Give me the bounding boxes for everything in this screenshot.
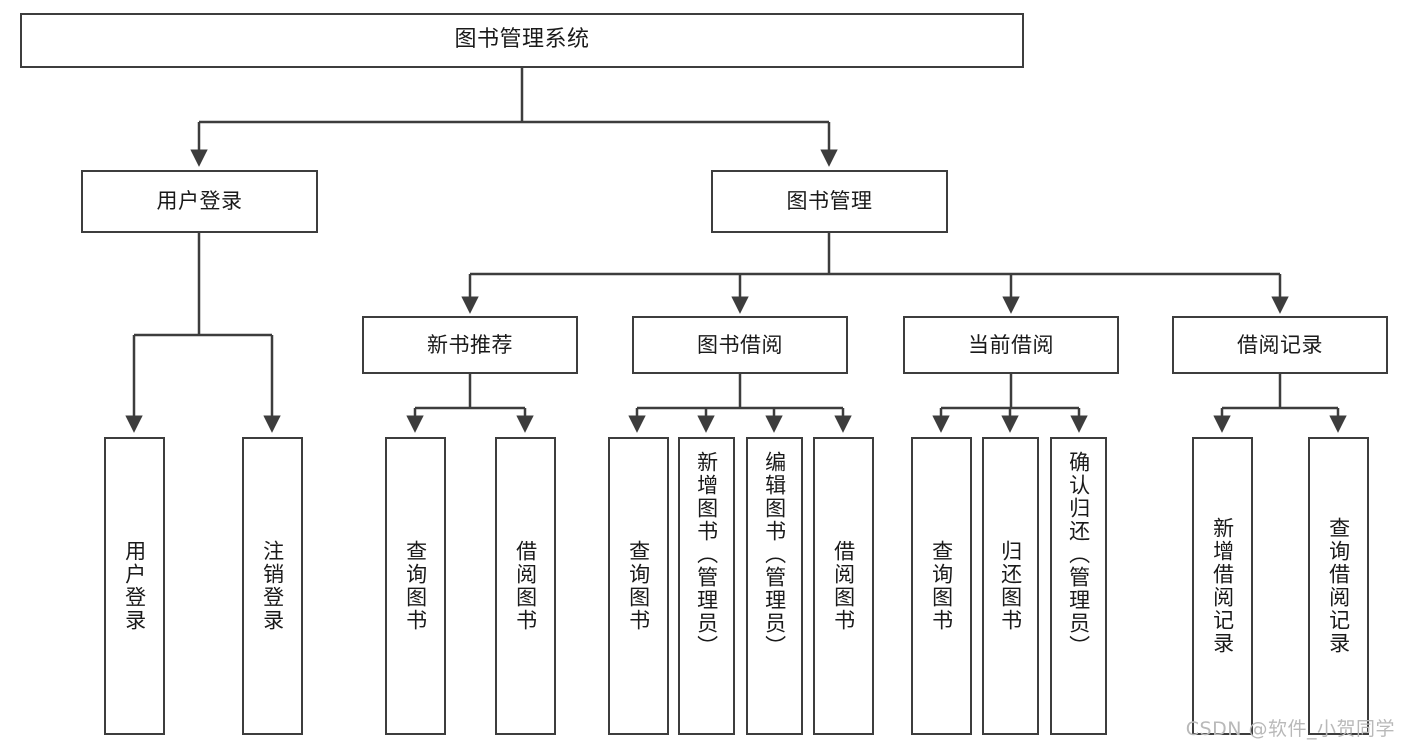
node-book-management-label: 图书管理 xyxy=(786,189,873,214)
node-new-book-recommend[interactable]: 新书推荐 xyxy=(362,316,578,374)
node-book-borrow[interactable]: 图书借阅 xyxy=(632,316,848,374)
node-leaf-user-login[interactable]: 用户登录 xyxy=(104,437,165,735)
node-current-borrow[interactable]: 当前借阅 xyxy=(903,316,1119,374)
node-leaf-confirm-return-admin-label: 确认归还（管理员） xyxy=(1066,451,1091,658)
node-leaf-return-book[interactable]: 归还图书 xyxy=(982,437,1039,735)
node-leaf-borrow-book-2[interactable]: 借阅图书 xyxy=(813,437,874,735)
node-leaf-user-login-label: 用户登录 xyxy=(122,540,147,632)
node-leaf-add-book-admin-label: 新增图书（管理员） xyxy=(694,451,719,658)
node-leaf-add-book-admin[interactable]: 新增图书（管理员） xyxy=(678,437,735,735)
node-user-login-label: 用户登录 xyxy=(156,189,243,214)
node-leaf-query-book-3[interactable]: 查询图书 xyxy=(911,437,972,735)
node-leaf-edit-book-admin[interactable]: 编辑图书（管理员） xyxy=(746,437,803,735)
node-leaf-add-borrow-record-label: 新增借阅记录 xyxy=(1210,517,1235,655)
node-borrow-record[interactable]: 借阅记录 xyxy=(1172,316,1388,374)
node-leaf-borrow-book-1-label: 借阅图书 xyxy=(513,540,538,632)
watermark-text: CSDN @软件_小贺同学 xyxy=(1185,718,1395,740)
node-leaf-query-book-2-label: 查询图书 xyxy=(626,540,651,632)
node-borrow-record-label: 借阅记录 xyxy=(1237,332,1323,357)
node-leaf-query-book-3-label: 查询图书 xyxy=(929,540,954,632)
node-current-borrow-label: 当前借阅 xyxy=(968,332,1054,357)
node-leaf-query-book-1[interactable]: 查询图书 xyxy=(385,437,446,735)
node-leaf-borrow-book-2-label: 借阅图书 xyxy=(831,540,856,632)
node-root-label: 图书管理系统 xyxy=(454,27,590,53)
node-user-login[interactable]: 用户登录 xyxy=(81,170,318,233)
node-new-book-recommend-label: 新书推荐 xyxy=(427,332,513,357)
node-leaf-query-borrow-record[interactable]: 查询借阅记录 xyxy=(1308,437,1369,735)
node-leaf-logout-login[interactable]: 注销登录 xyxy=(242,437,303,735)
node-leaf-edit-book-admin-label: 编辑图书（管理员） xyxy=(762,451,787,658)
node-book-management[interactable]: 图书管理 xyxy=(711,170,948,233)
node-leaf-confirm-return-admin[interactable]: 确认归还（管理员） xyxy=(1050,437,1107,735)
node-leaf-add-borrow-record[interactable]: 新增借阅记录 xyxy=(1192,437,1253,735)
node-leaf-query-borrow-record-label: 查询借阅记录 xyxy=(1326,517,1351,655)
node-book-borrow-label: 图书借阅 xyxy=(697,332,783,357)
node-leaf-query-book-1-label: 查询图书 xyxy=(403,540,428,632)
node-leaf-logout-login-label: 注销登录 xyxy=(260,540,285,632)
node-leaf-query-book-2[interactable]: 查询图书 xyxy=(608,437,669,735)
node-leaf-return-book-label: 归还图书 xyxy=(998,540,1023,632)
node-leaf-borrow-book-1[interactable]: 借阅图书 xyxy=(495,437,556,735)
node-root[interactable]: 图书管理系统 xyxy=(20,13,1024,68)
